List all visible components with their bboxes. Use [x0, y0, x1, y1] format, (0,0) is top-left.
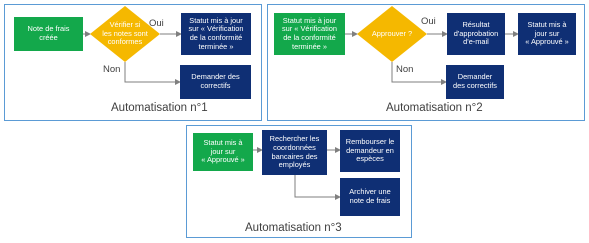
- a2-request-fixes-node: Demander des correctifs: [446, 65, 504, 99]
- a3-start-node: Statut mis à jour sur « Approuvé »: [193, 133, 253, 171]
- a1-start-node: Note de frais créée: [14, 17, 83, 51]
- a2-decision-label: Approuver ?: [371, 28, 413, 38]
- a1-title: Automatisation n°1: [111, 102, 208, 114]
- diamond-shape: [357, 6, 427, 62]
- a1-yes-label: Oui: [149, 18, 164, 29]
- a2-no-label: Non: [396, 64, 414, 75]
- a1-request-fixes-node: Demander des correctifs: [180, 65, 251, 99]
- a3-archive-expense-node: Archiver une note de frais: [340, 178, 400, 216]
- a2-start-node: Statut mis à jour sur « Vérification de …: [274, 13, 345, 55]
- a2-decision-node: Approuver ?: [357, 6, 427, 62]
- a2-approval-result-node: Résultat d'approbation d'e-mail: [447, 13, 505, 55]
- a2-status-approved-node: Statut mis à jour sur « Approuvé »: [518, 13, 576, 55]
- a1-decision-node: Vérifier si les notes sont conformes: [90, 6, 160, 62]
- a3-lookup-bank-details-node: Rechercher les coordonnées bancaires des…: [262, 130, 327, 175]
- diamond-shape: [90, 6, 160, 62]
- a1-no-label: Non: [103, 64, 121, 75]
- a1-decision-label: Vérifier si les notes sont conformes: [102, 19, 148, 47]
- a3-title: Automatisation n°3: [245, 222, 342, 234]
- a3-cash-refund-node: Rembourser le demandeur en espèces: [340, 130, 400, 172]
- a1-status-updated-node: Statut mis à jour sur « Vérification de …: [181, 13, 251, 55]
- a2-yes-label: Oui: [421, 16, 436, 27]
- a2-title: Automatisation n°2: [386, 102, 483, 114]
